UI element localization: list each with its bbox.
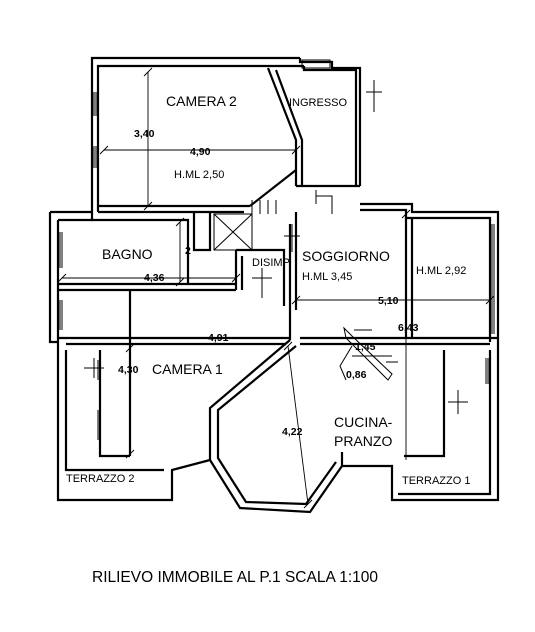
dimension-lines	[57, 67, 495, 509]
room-label-cucina-line2: PRANZO	[334, 433, 392, 449]
room-label-terrazzo1: TERRAZZO 1	[402, 475, 470, 487]
dim-label-kitchen-small: 1,45	[355, 341, 376, 353]
dim-label-camera1-width: 4,91	[208, 332, 229, 344]
height-label-camera2: H.ML 2,50	[174, 169, 224, 181]
dim-label-diagonal: 4,22	[282, 426, 303, 438]
dim-label-soggiorno-width: 5,10	[378, 295, 399, 307]
dim-label-camera1-height: 4,30	[118, 364, 139, 376]
light-points	[84, 80, 468, 414]
room-label-bagno: BAGNO	[102, 246, 153, 262]
dim-label-camera2-width: 4,90	[190, 146, 211, 158]
dim-label-kitchen-tiny: 0,86	[346, 369, 367, 381]
room-label-camera1: CAMERA 1	[152, 361, 223, 377]
room-label-camera2: CAMERA 2	[166, 93, 237, 109]
dim-label-bagno-height: 2	[185, 245, 191, 257]
room-label-soggiorno: SOGGIORNO	[302, 248, 390, 264]
interior-walls	[58, 67, 498, 514]
outer-walls	[48, 56, 500, 502]
dim-label-bagno-width: 4,36	[144, 272, 165, 284]
room-label-ingresso: INGRESSO	[289, 97, 348, 109]
plan-caption: RILIEVO IMMOBILE AL P.1 SCALA 1:100	[92, 569, 378, 586]
room-label-terrazzo2: TERRAZZO 2	[66, 473, 134, 485]
windows-doors	[59, 92, 495, 440]
room-label-disimp: DISIMP	[252, 257, 290, 269]
dim-label-overall-right: 6,43	[398, 322, 419, 334]
height-label-right: H.ML 2,92	[416, 265, 466, 277]
dim-label-camera2-height: 3,40	[134, 128, 155, 140]
room-label-cucina-line1: CUCINA-	[334, 414, 393, 430]
height-label-soggiorno: H.ML 3,45	[302, 271, 352, 283]
